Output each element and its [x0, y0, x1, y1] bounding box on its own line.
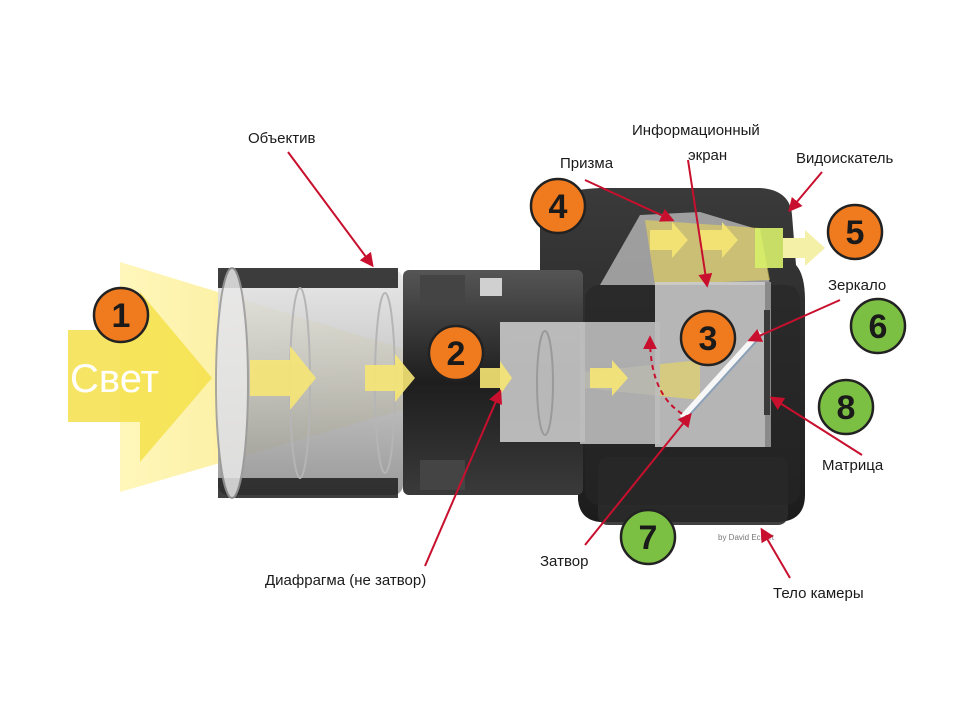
- badge-8-number: 8: [837, 389, 856, 427]
- badge-1-number: 1: [112, 297, 131, 335]
- badge-5: 5: [828, 205, 882, 259]
- viewfinder-arrow: [790, 172, 822, 210]
- mirror-label: Зеркало: [828, 277, 886, 294]
- shutter-label: Затвор: [540, 553, 588, 570]
- lens-arrow: [288, 152, 372, 265]
- badge-6-number: 6: [869, 308, 888, 346]
- viewfinder-label: Видоискатель: [796, 150, 894, 167]
- aperture-label: Диафрагма (не затвор): [265, 572, 426, 589]
- badge-3-number: 3: [699, 320, 718, 358]
- lens-label: Объектив: [248, 130, 315, 147]
- info-screen-label-1: Информационный: [632, 122, 760, 139]
- sensor: [764, 310, 770, 415]
- badge-7: 7: [621, 510, 675, 564]
- body-label: Тело камеры: [773, 585, 864, 602]
- badge-5-number: 5: [846, 214, 865, 252]
- badge-2: 2: [429, 326, 483, 380]
- sensor-label: Матрица: [822, 457, 884, 474]
- light-label: Свет: [70, 357, 159, 401]
- badge-7-number: 7: [639, 519, 658, 557]
- body-arrow: [762, 530, 790, 578]
- badge-4-number: 4: [549, 188, 568, 226]
- badge-2-number: 2: [447, 335, 466, 373]
- badge-8: 8: [819, 380, 873, 434]
- badge-6: 6: [851, 299, 905, 353]
- badge-4: 4: [531, 179, 585, 233]
- badge-1: 1: [94, 288, 148, 342]
- info-screen-label-2: экран: [688, 147, 727, 164]
- prism-label: Призма: [560, 155, 614, 172]
- badge-3: 3: [681, 311, 735, 365]
